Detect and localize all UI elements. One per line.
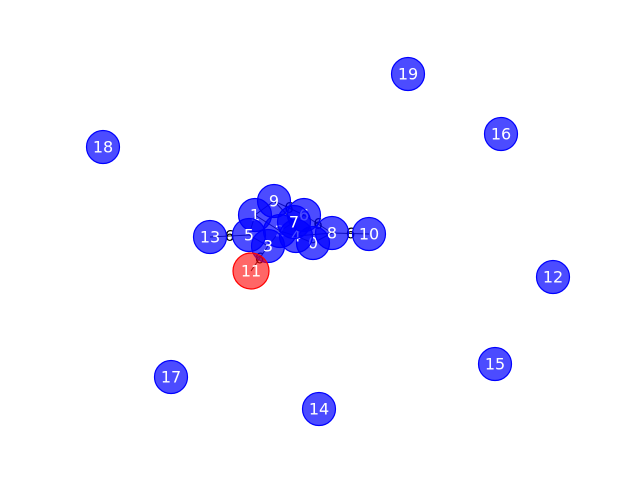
node-label: 12 xyxy=(543,268,563,287)
node-15[interactable]: 15 xyxy=(477,346,513,382)
node-17[interactable]: 17 xyxy=(153,359,189,395)
node-label: 13 xyxy=(200,228,220,247)
node-label: 5 xyxy=(244,226,254,245)
node-13[interactable]: 13 xyxy=(192,219,228,255)
node-label: 16 xyxy=(491,125,511,144)
node-circle xyxy=(276,204,312,240)
node-circle xyxy=(390,56,426,92)
node-label: 8 xyxy=(327,224,337,243)
node-label: 9 xyxy=(269,192,279,211)
edge-label: 6 xyxy=(346,225,356,243)
node-label: 14 xyxy=(309,400,329,419)
nodes-layer: 012345678910111213141516171819 xyxy=(85,56,571,427)
node-11[interactable]: 11 xyxy=(232,252,270,290)
edge-label: 6 xyxy=(225,227,235,245)
node-label: 0 xyxy=(308,234,318,253)
node-label: 11 xyxy=(241,262,261,281)
node-label: 7 xyxy=(289,213,299,232)
node-circle xyxy=(192,219,228,255)
node-label: 10 xyxy=(359,225,379,244)
node-circle xyxy=(314,215,350,251)
node-label: 3 xyxy=(263,237,273,256)
node-9[interactable]: 9 xyxy=(256,183,292,219)
node-16[interactable]: 16 xyxy=(483,116,519,152)
node-12[interactable]: 12 xyxy=(535,259,571,295)
node-label: 15 xyxy=(485,355,505,374)
node-circle xyxy=(85,129,121,165)
node-circle xyxy=(232,252,270,290)
node-19[interactable]: 19 xyxy=(390,56,426,92)
node-circle xyxy=(153,359,189,395)
node-circle xyxy=(535,259,571,295)
node-label: 18 xyxy=(93,138,113,157)
node-label: 19 xyxy=(398,65,418,84)
node-circle xyxy=(301,391,337,427)
node-circle xyxy=(477,346,513,382)
node-5[interactable]: 5 xyxy=(231,217,267,253)
node-7[interactable]: 7 xyxy=(276,204,312,240)
node-circle xyxy=(256,183,292,219)
node-14[interactable]: 14 xyxy=(301,391,337,427)
node-18[interactable]: 18 xyxy=(85,129,121,165)
node-circle xyxy=(483,116,519,152)
node-circle xyxy=(231,217,267,253)
node-circle xyxy=(351,216,387,252)
node-label: 1 xyxy=(250,206,260,225)
node-10[interactable]: 10 xyxy=(351,216,387,252)
node-label: 17 xyxy=(161,368,181,387)
node-8[interactable]: 8 xyxy=(314,215,350,251)
